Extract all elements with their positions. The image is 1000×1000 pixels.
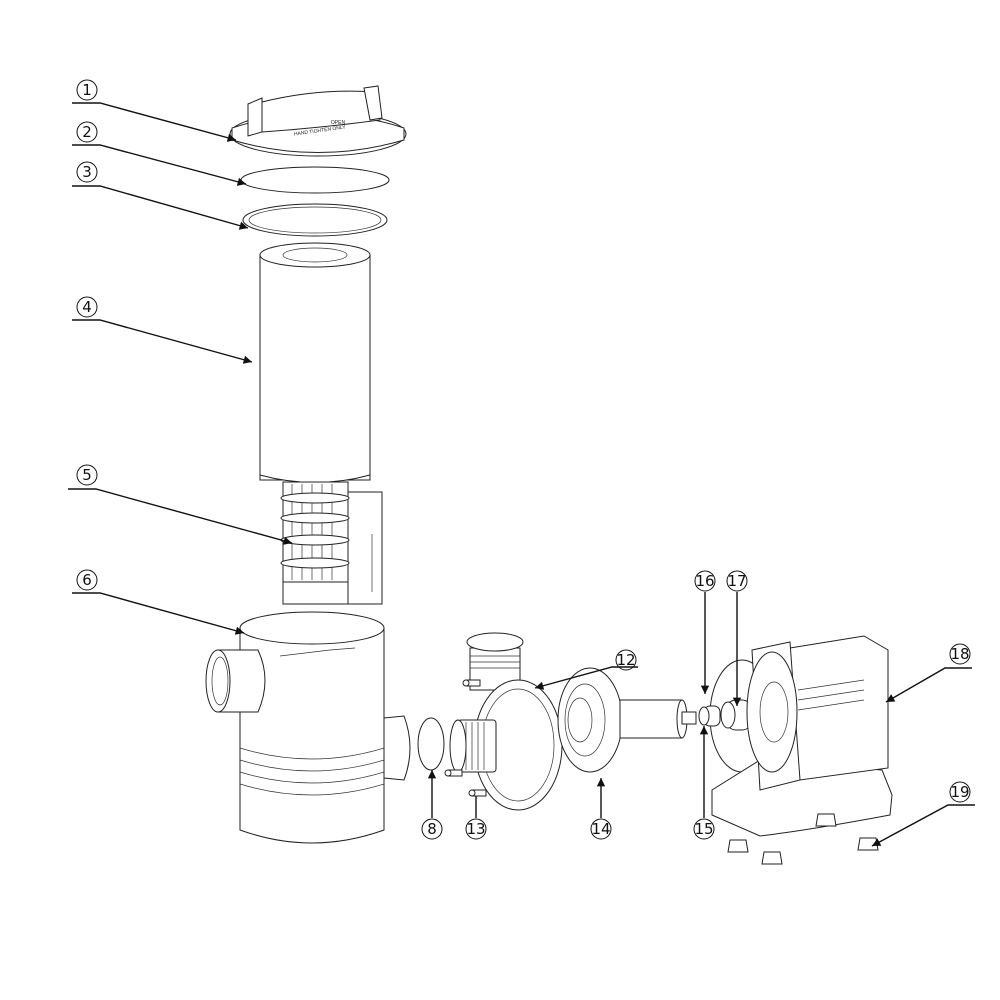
svg-text:18: 18 xyxy=(950,645,969,663)
housing-o-ring xyxy=(417,717,445,771)
callout-4: 4 xyxy=(72,296,253,364)
callout-6: 6 xyxy=(72,569,245,635)
pump-volute xyxy=(449,632,563,811)
svg-text:1: 1 xyxy=(82,81,92,99)
impeller-diffuser xyxy=(557,667,697,773)
shaft-bushing xyxy=(698,705,721,727)
svg-text:2: 2 xyxy=(82,123,92,141)
callout-14: 14 xyxy=(590,778,612,840)
svg-text:4: 4 xyxy=(82,298,92,316)
motor-housing xyxy=(711,635,893,837)
callout-2: 2 xyxy=(72,121,247,186)
strainer-lid: HAND TIGHTEN ONLY OPEN xyxy=(229,85,407,157)
svg-text:13: 13 xyxy=(466,820,485,838)
callout-18: 18 xyxy=(885,643,972,703)
strainer-housing xyxy=(205,611,411,844)
svg-text:12: 12 xyxy=(616,651,635,669)
lid-locking-ring xyxy=(242,203,388,237)
svg-text:8: 8 xyxy=(427,820,437,838)
callout-16: 16 xyxy=(694,570,716,694)
callout-1: 1 xyxy=(72,79,237,142)
callout-15: 15 xyxy=(693,726,715,840)
svg-text:6: 6 xyxy=(82,571,92,589)
callout-12: 12 xyxy=(534,649,638,690)
volute-screws xyxy=(444,679,487,797)
svg-text:19: 19 xyxy=(950,783,969,801)
lid-open-text: OPEN xyxy=(331,120,346,126)
svg-text:15: 15 xyxy=(694,820,713,838)
callout-5: 5 xyxy=(68,464,293,545)
callout-13: 13 xyxy=(465,796,487,840)
shaft-seal xyxy=(720,699,753,731)
lid-o-ring xyxy=(240,166,390,194)
strainer-basket xyxy=(280,481,383,605)
svg-text:3: 3 xyxy=(82,163,92,181)
filter-cartridge xyxy=(259,242,371,483)
callout-8: 8 xyxy=(421,770,443,840)
svg-text:5: 5 xyxy=(82,466,92,484)
callout-3: 3 xyxy=(72,161,249,230)
rubber-feet xyxy=(727,813,879,865)
svg-text:16: 16 xyxy=(695,572,714,590)
callout-17: 17 xyxy=(726,570,748,706)
callout-19: 19 xyxy=(871,781,975,847)
svg-text:17: 17 xyxy=(727,572,746,590)
svg-text:14: 14 xyxy=(591,820,610,838)
